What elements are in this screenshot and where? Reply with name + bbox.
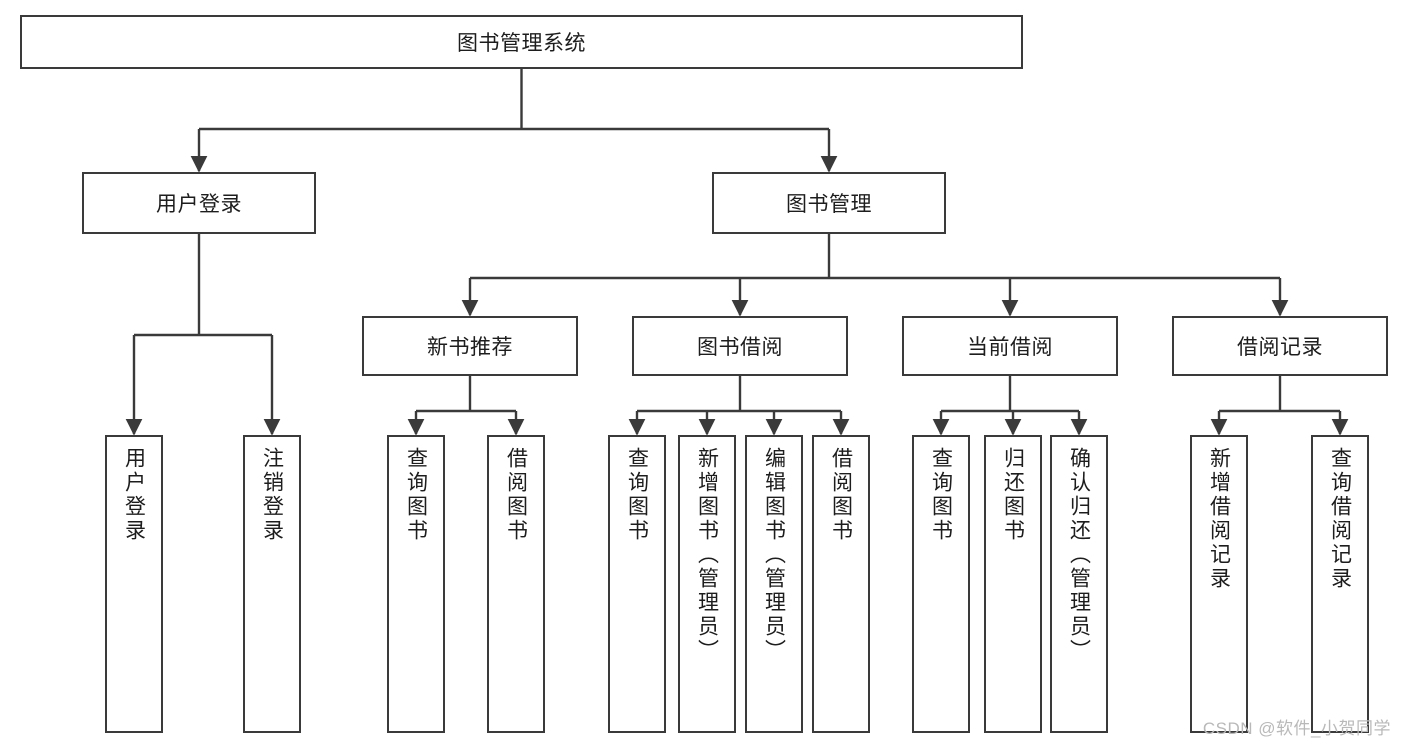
node-leaf-return-book[interactable]: 归还图书 [984,435,1042,733]
node-leaf-add-record[interactable]: 新增借阅记录 [1190,435,1248,733]
node-label: 确认归还（管理员） [1067,447,1091,663]
node-leaf-user-logout[interactable]: 注销登录 [243,435,301,733]
node-leaf-edit-book[interactable]: 编辑图书（管理员） [745,435,803,733]
node-label: 用户登录 [122,447,146,543]
node-leaf-query-book-2[interactable]: 查询图书 [608,435,666,733]
node-borrow-record[interactable]: 借阅记录 [1172,316,1388,376]
node-label: 借阅图书 [829,447,853,543]
node-label: 查询借阅记录 [1328,447,1352,591]
node-label: 当前借阅 [967,336,1053,359]
node-label: 查询图书 [625,447,649,543]
node-book-borrow[interactable]: 图书借阅 [632,316,848,376]
node-leaf-add-book[interactable]: 新增图书（管理员） [678,435,736,733]
node-label: 注销登录 [260,447,284,543]
node-label: 借阅记录 [1237,336,1323,359]
node-user-login[interactable]: 用户登录 [82,172,316,234]
node-label: 新增图书（管理员） [695,447,719,663]
node-leaf-user-login[interactable]: 用户登录 [105,435,163,733]
node-leaf-borrow-book-1[interactable]: 借阅图书 [487,435,545,733]
node-leaf-query-book-3[interactable]: 查询图书 [912,435,970,733]
watermark-label: CSDN @软件_小贺同学 [1202,719,1391,738]
node-label: 借阅图书 [504,447,528,543]
node-label: 图书管理系统 [457,32,586,55]
node-label: 图书借阅 [697,336,783,359]
node-label: 新增借阅记录 [1207,447,1231,591]
node-label: 用户登录 [156,193,242,216]
node-leaf-confirm-return[interactable]: 确认归还（管理员） [1050,435,1108,733]
node-label: 归还图书 [1001,447,1025,543]
node-leaf-query-record[interactable]: 查询借阅记录 [1311,435,1369,733]
node-label: 查询图书 [929,447,953,543]
node-root[interactable]: 图书管理系统 [20,15,1023,69]
node-label: 查询图书 [404,447,428,543]
node-leaf-borrow-book-2[interactable]: 借阅图书 [812,435,870,733]
node-leaf-query-book-1[interactable]: 查询图书 [387,435,445,733]
node-current-borrow[interactable]: 当前借阅 [902,316,1118,376]
node-book-management[interactable]: 图书管理 [712,172,946,234]
node-label: 图书管理 [786,193,872,216]
node-new-book-recommend[interactable]: 新书推荐 [362,316,578,376]
node-label: 新书推荐 [427,336,513,359]
node-label: 编辑图书（管理员） [762,447,786,663]
